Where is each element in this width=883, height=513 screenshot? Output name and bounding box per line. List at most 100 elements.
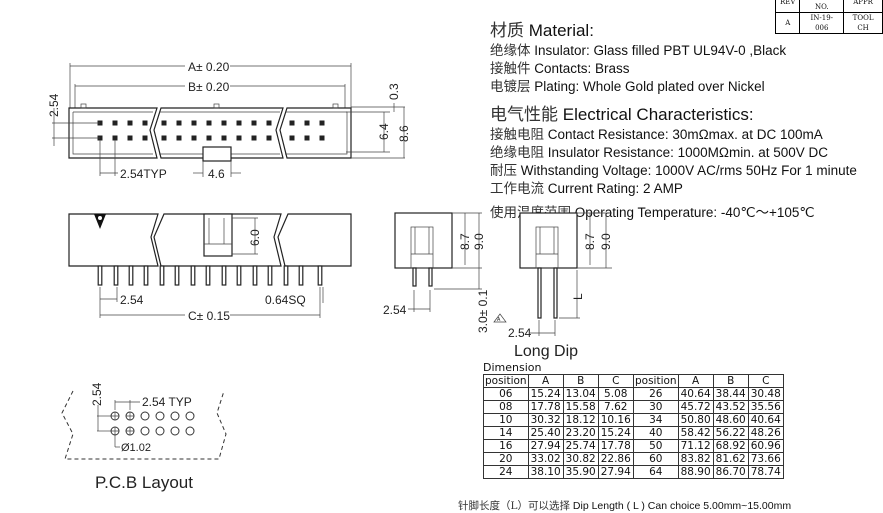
spec-block: 材质 Material: 绝缘体 Insulator: Glass filled… [490, 0, 883, 222]
electrical-contact-resistance: 接触电阻 Contact Resistance: 30mΩmax. at DC … [490, 127, 823, 143]
revision-table: REVDOCU. NO.APPR A IN-19-006 TOOL CH [774, 0, 883, 34]
pcb-layout: 2.54 TYP 2.54 Ø1.02 P.C.B Layout [61, 382, 227, 492]
table-cell: 24 [483, 465, 529, 479]
electrical-withstanding-voltage: 耐压 Withstanding Voltage: 1000V AC/rms 50… [490, 163, 857, 179]
hole-crosshair [111, 412, 119, 420]
hole-crosshair [126, 427, 134, 435]
table-cell: 40 [633, 426, 679, 440]
pcb-dim-hole: Ø1.02 [121, 442, 151, 454]
table-cell: 27.94 [527, 439, 564, 453]
change-cell: TOOL CH [843, 12, 883, 34]
pcb-hole [155, 426, 165, 436]
dim-longdip-90: 9.0 [599, 233, 613, 250]
column-header: position [483, 374, 529, 388]
table-cell: 83.82 [677, 452, 714, 466]
pin-square [161, 135, 167, 141]
material-plating: 电镀层 Plating: Whole Gold plated over Nick… [490, 79, 765, 95]
dimension-title: Dimension [483, 361, 542, 374]
pin-square [289, 135, 295, 141]
pin [128, 265, 134, 286]
table-cell: 40.64 [747, 413, 784, 427]
pin-square [304, 135, 310, 141]
pin-square [191, 120, 197, 126]
dim-top-pitch-h: 2.54TYP [120, 167, 167, 181]
pin-square [206, 135, 212, 141]
pin [159, 265, 165, 286]
pin-square [112, 135, 118, 141]
top-body-right [279, 107, 352, 159]
hole-crosshair [126, 412, 134, 420]
material-insulator: 绝缘体 Insulator: Glass filled PBT UL94V-0 … [490, 43, 787, 59]
table-cell: 25.40 [527, 426, 564, 440]
pin-square [142, 135, 148, 141]
table-cell: 15.24 [527, 387, 564, 401]
revision-triangle-icon [493, 313, 507, 323]
dim-longdip-87: 8.7 [583, 233, 597, 250]
pin [252, 265, 258, 286]
long-dip-view: 8.7 9.0 L 2.54 Long Dip [508, 212, 613, 360]
table-cell: 15.24 [597, 426, 634, 440]
pin [298, 265, 304, 286]
pin-square [112, 120, 118, 126]
pin-square [191, 135, 197, 141]
table-cell: 48.26 [747, 426, 784, 440]
polarity-key [202, 146, 232, 162]
table-cell: 88.90 [677, 465, 714, 479]
top-body-middle [153, 107, 284, 159]
table-cell: 20 [483, 452, 529, 466]
long-dip-label: Long Dip [514, 343, 578, 360]
pin-square [266, 120, 272, 126]
electrical-current-rating: 工作电流 Current Rating: 2 AMP [490, 181, 683, 197]
table-cell: 86.70 [712, 465, 749, 479]
dim-60: 6.0 [248, 229, 262, 246]
table-cell: 5.08 [597, 387, 634, 401]
table-cell: 7.62 [597, 400, 634, 414]
dim-side-pitch: 2.54 [383, 303, 407, 317]
pcb-hole [155, 411, 165, 421]
table-cell: 40.64 [677, 387, 714, 401]
table-cell: 17.78 [597, 439, 634, 453]
pin-square [176, 120, 182, 126]
table-cell: 35.56 [747, 400, 784, 414]
pin-square [319, 135, 325, 141]
table-cell: 23.20 [562, 426, 599, 440]
pin-square [221, 120, 227, 126]
table-cell: 30.32 [527, 413, 564, 427]
pin1-marker-icon [94, 214, 106, 229]
dim-a-label: A± 0.20 [188, 60, 230, 74]
pin-square [289, 120, 295, 126]
dim-pin-square: 0.64SQ [265, 293, 306, 307]
electrical-insulator-resistance: 绝缘电阻 Insulator Resistance: 1000MΩmin. at… [490, 145, 828, 161]
table-cell: 34 [633, 413, 679, 427]
dip-length-note: 针脚长度（L）可以选择 Dip Length ( L ) Can choice … [458, 500, 792, 512]
table-cell: 14 [483, 426, 529, 440]
hole-crosshair [111, 427, 119, 435]
pin-square [319, 120, 325, 126]
dim-key-width: 4.6 [208, 167, 225, 181]
table-cell: 22.86 [597, 452, 634, 466]
pin-square [127, 120, 133, 126]
pcb-hole [185, 426, 195, 436]
table-cell: 43.52 [712, 400, 749, 414]
pin-square [304, 120, 310, 126]
rev-cell: A [774, 12, 801, 34]
table-cell: 56.22 [712, 426, 749, 440]
table-cell: 25.74 [562, 439, 599, 453]
front-window [203, 213, 233, 257]
pcb-hole [140, 411, 150, 421]
revision-mark: A [497, 317, 501, 323]
pin [283, 265, 289, 286]
pcb-hole-grid [110, 411, 195, 436]
table-cell: 16 [483, 439, 529, 453]
table-cell: 38.10 [527, 465, 564, 479]
material-heading: 材质 Material: [490, 21, 594, 41]
dim-top-pitch-v: 2.54 [47, 93, 61, 117]
pin-square [236, 135, 242, 141]
electrical-heading: 电气性能 Electrical Characteristics: [490, 105, 754, 125]
table-cell: 60 [633, 452, 679, 466]
table-cell: 48.60 [712, 413, 749, 427]
